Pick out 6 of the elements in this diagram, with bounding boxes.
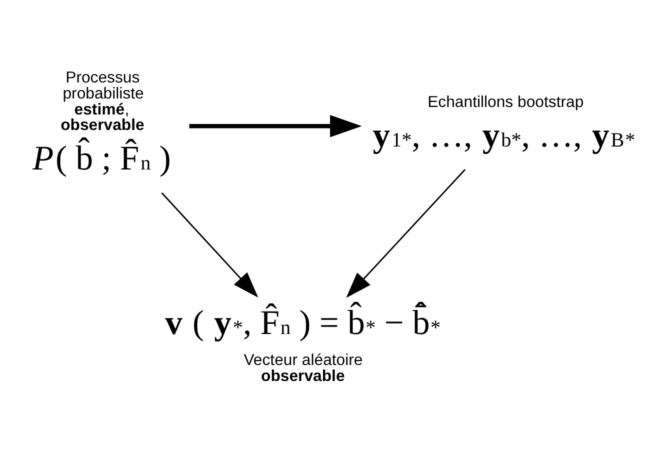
arrow: [346, 169, 466, 298]
arrow: [161, 192, 258, 298]
arrow: [189, 114, 362, 138]
node-text: v ( y*, F̂n ) = b̂* − b̂̄* Vecteur aléatoire observable: [165, 304, 441, 386]
node-text: Echantillons bootstrap y1*, …, yb*, …, yB*: [372, 94, 636, 155]
node-text: Processus probabiliste estimé, observable P( b̂ ; F̂n ): [32, 70, 171, 178]
